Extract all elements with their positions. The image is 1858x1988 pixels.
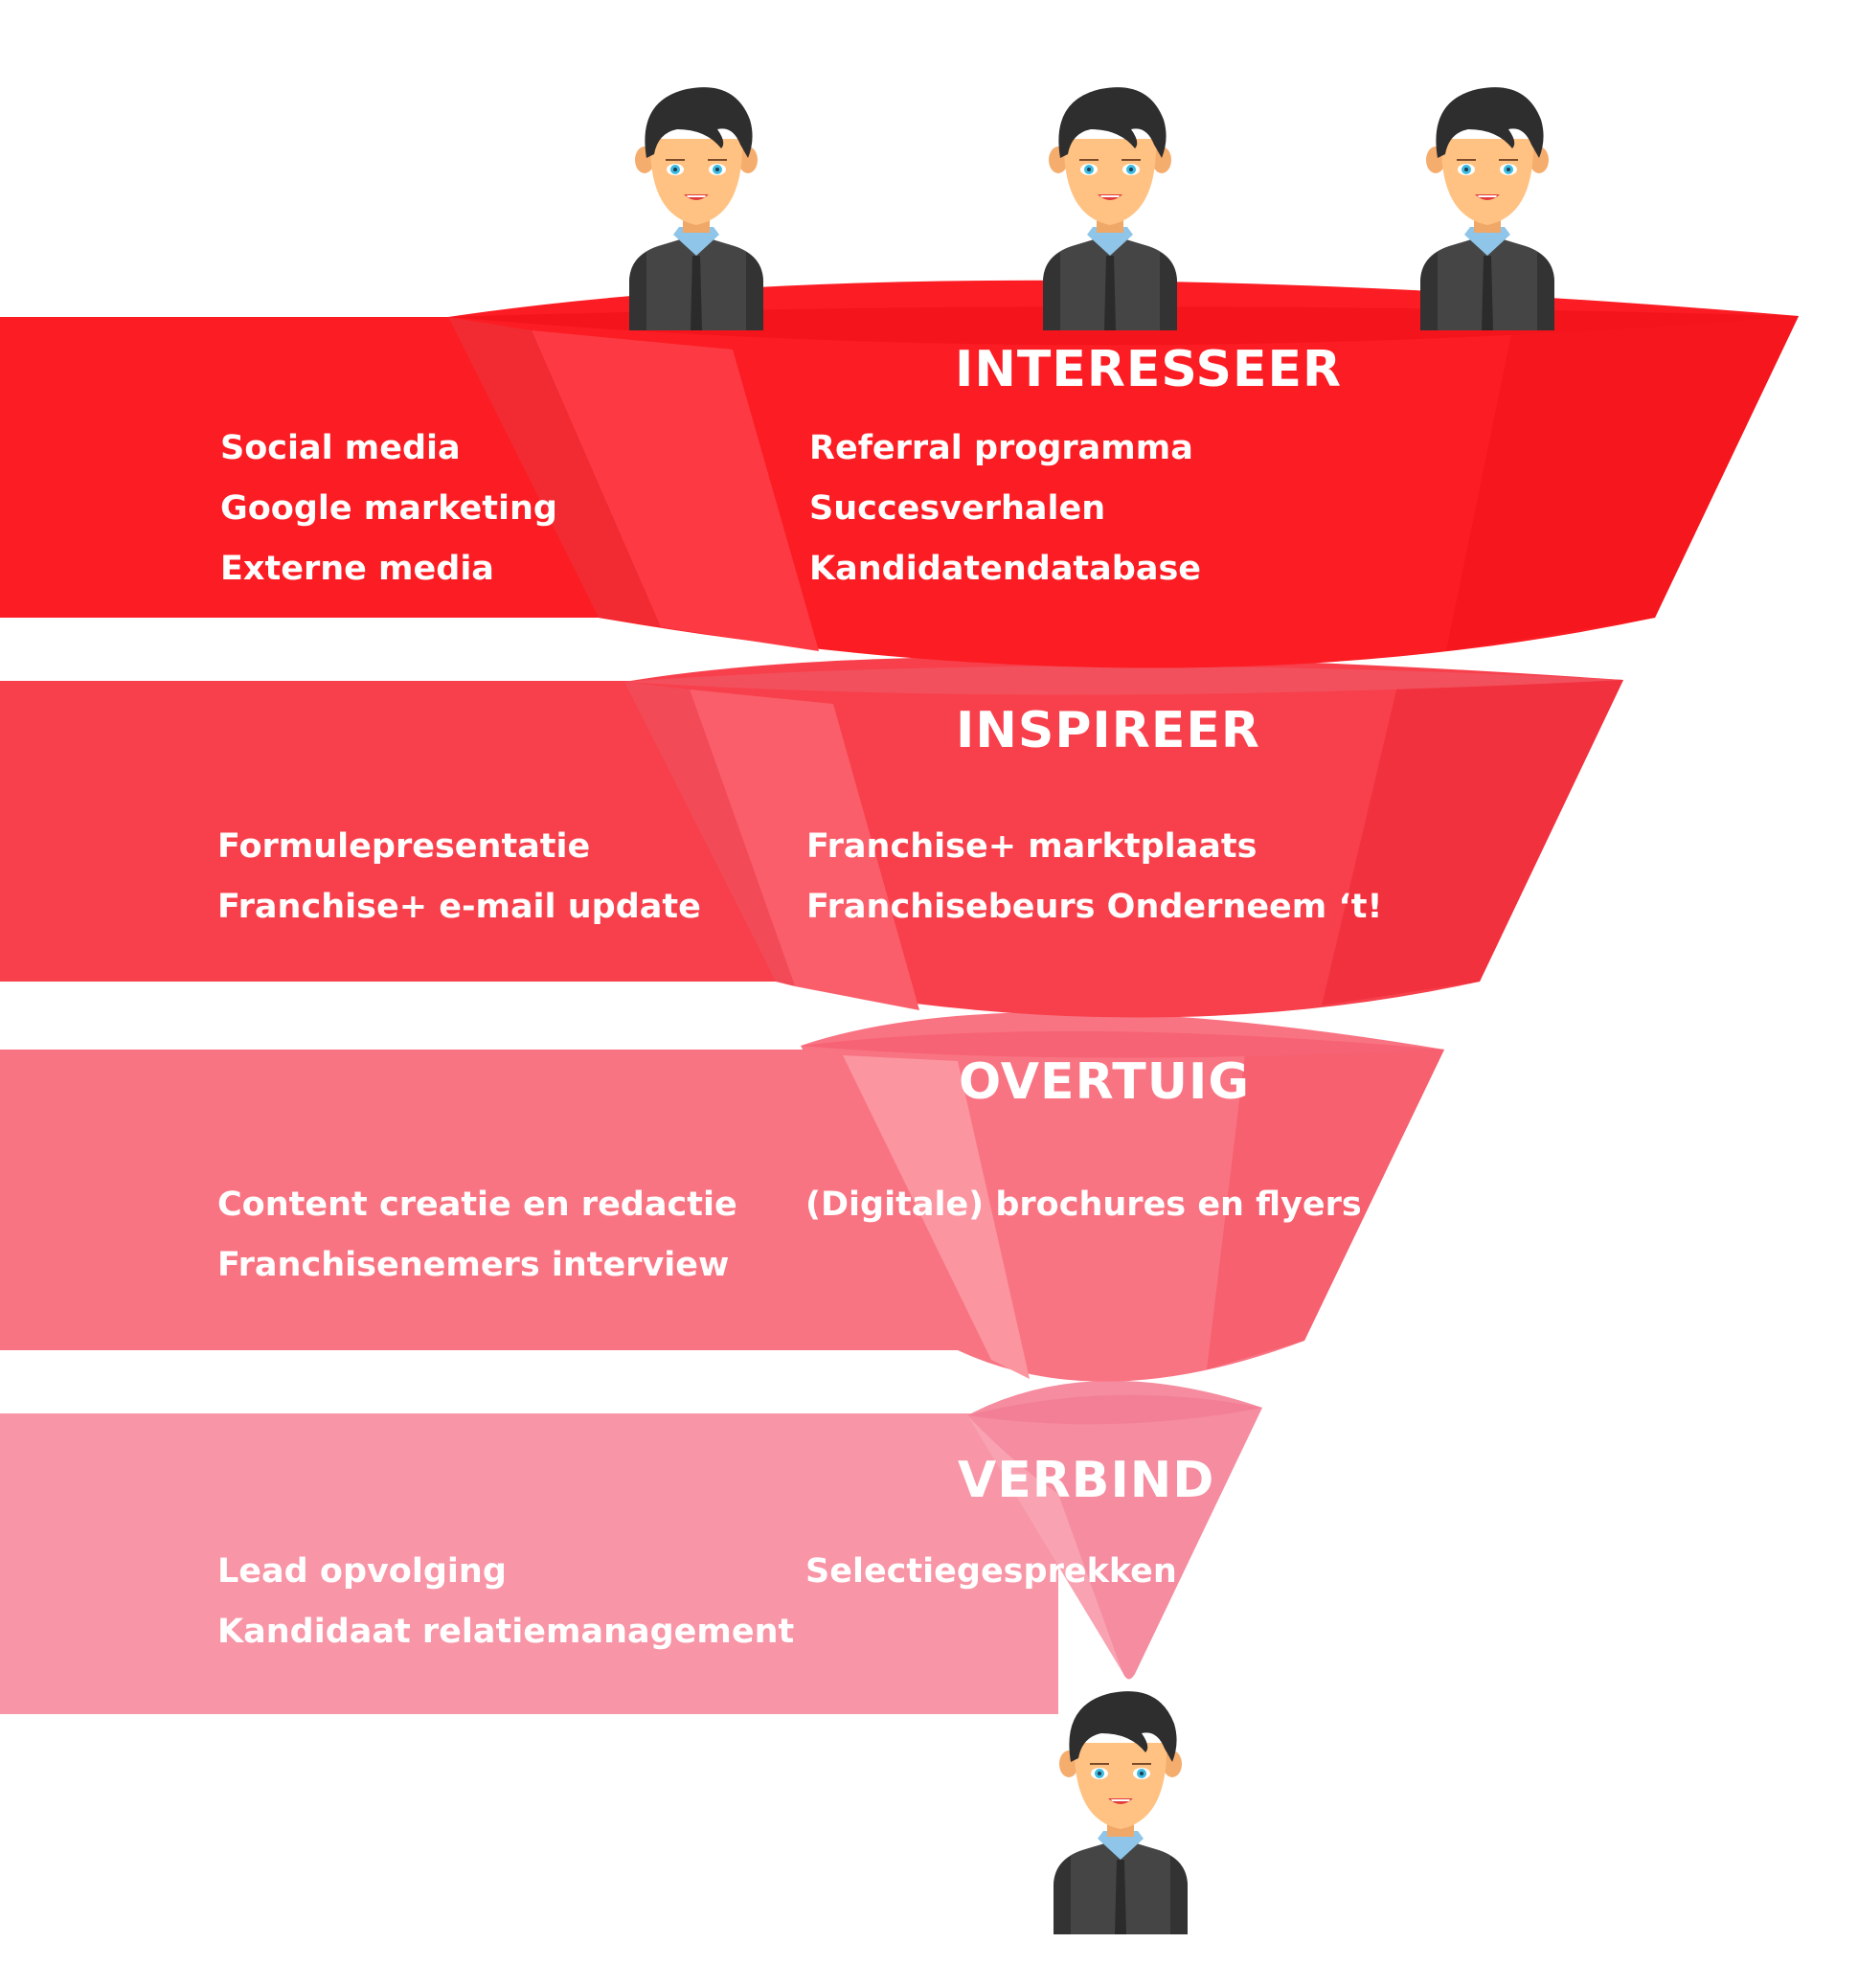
stage-title-overtuig: OVERTUIG — [959, 1053, 1251, 1111]
stage-interesseer-left-list: Social media Google marketing Externe me… — [220, 418, 557, 599]
list-item: Kandidatendatabase — [809, 550, 1202, 588]
person-icon-top-center — [1042, 86, 1178, 331]
stage-inspireer-right-list: Franchise+ marktplaats Franchisebeurs On… — [806, 817, 1382, 938]
list-item: Franchise+ e-mail update — [217, 888, 701, 926]
stage-inspireer-band — [0, 656, 1623, 1018]
list-item: (Digitale) brochures en flyers — [805, 1186, 1362, 1224]
stage-inspireer-left-list: Formulepresentatie Franchise+ e-mail upd… — [217, 817, 701, 938]
list-item: Franchisebeurs Onderneem ‘t! — [806, 888, 1383, 926]
list-item: Referral programma — [809, 429, 1193, 467]
stage-title-interesseer: INTERESSEER — [955, 341, 1343, 398]
list-item: Franchisenemers interview — [217, 1246, 730, 1284]
stage-title-inspireer: INSPIREER — [956, 702, 1260, 759]
list-item: Selectiegesprekken — [805, 1552, 1177, 1591]
stage-overtuig-band — [0, 1011, 1444, 1382]
list-item: Franchise+ marktplaats — [806, 827, 1258, 866]
person-icon-top-left — [628, 86, 764, 331]
list-item: Google marketing — [220, 489, 557, 528]
stage-overtuig-right-list: (Digitale) brochures en flyers — [805, 1175, 1362, 1235]
list-item: Kandidaat relatiemanagement — [217, 1613, 795, 1651]
stage-verbind-band — [0, 1380, 1262, 1714]
stage-interesseer-right-list: Referral programma Succesverhalen Kandid… — [809, 418, 1201, 599]
person-icon-bottom — [1053, 1690, 1189, 1935]
stage-interesseer-band — [0, 280, 1799, 668]
list-item: Externe media — [220, 550, 494, 588]
list-item: Succesverhalen — [809, 489, 1106, 528]
stage-title-verbind: VERBIND — [958, 1452, 1215, 1509]
stage-verbind-left-list: Lead opvolging Kandidaat relatiemanageme… — [217, 1542, 794, 1662]
list-item: Lead opvolging — [217, 1552, 507, 1591]
stage-overtuig-left-list: Content creatie en redactie Franchisenem… — [217, 1175, 737, 1296]
person-icon-top-right — [1419, 86, 1555, 331]
stage-verbind-right-list: Selectiegesprekken — [805, 1542, 1177, 1602]
list-item: Social media — [220, 429, 461, 467]
list-item: Content creatie en redactie — [217, 1186, 737, 1224]
list-item: Formulepresentatie — [217, 827, 591, 866]
